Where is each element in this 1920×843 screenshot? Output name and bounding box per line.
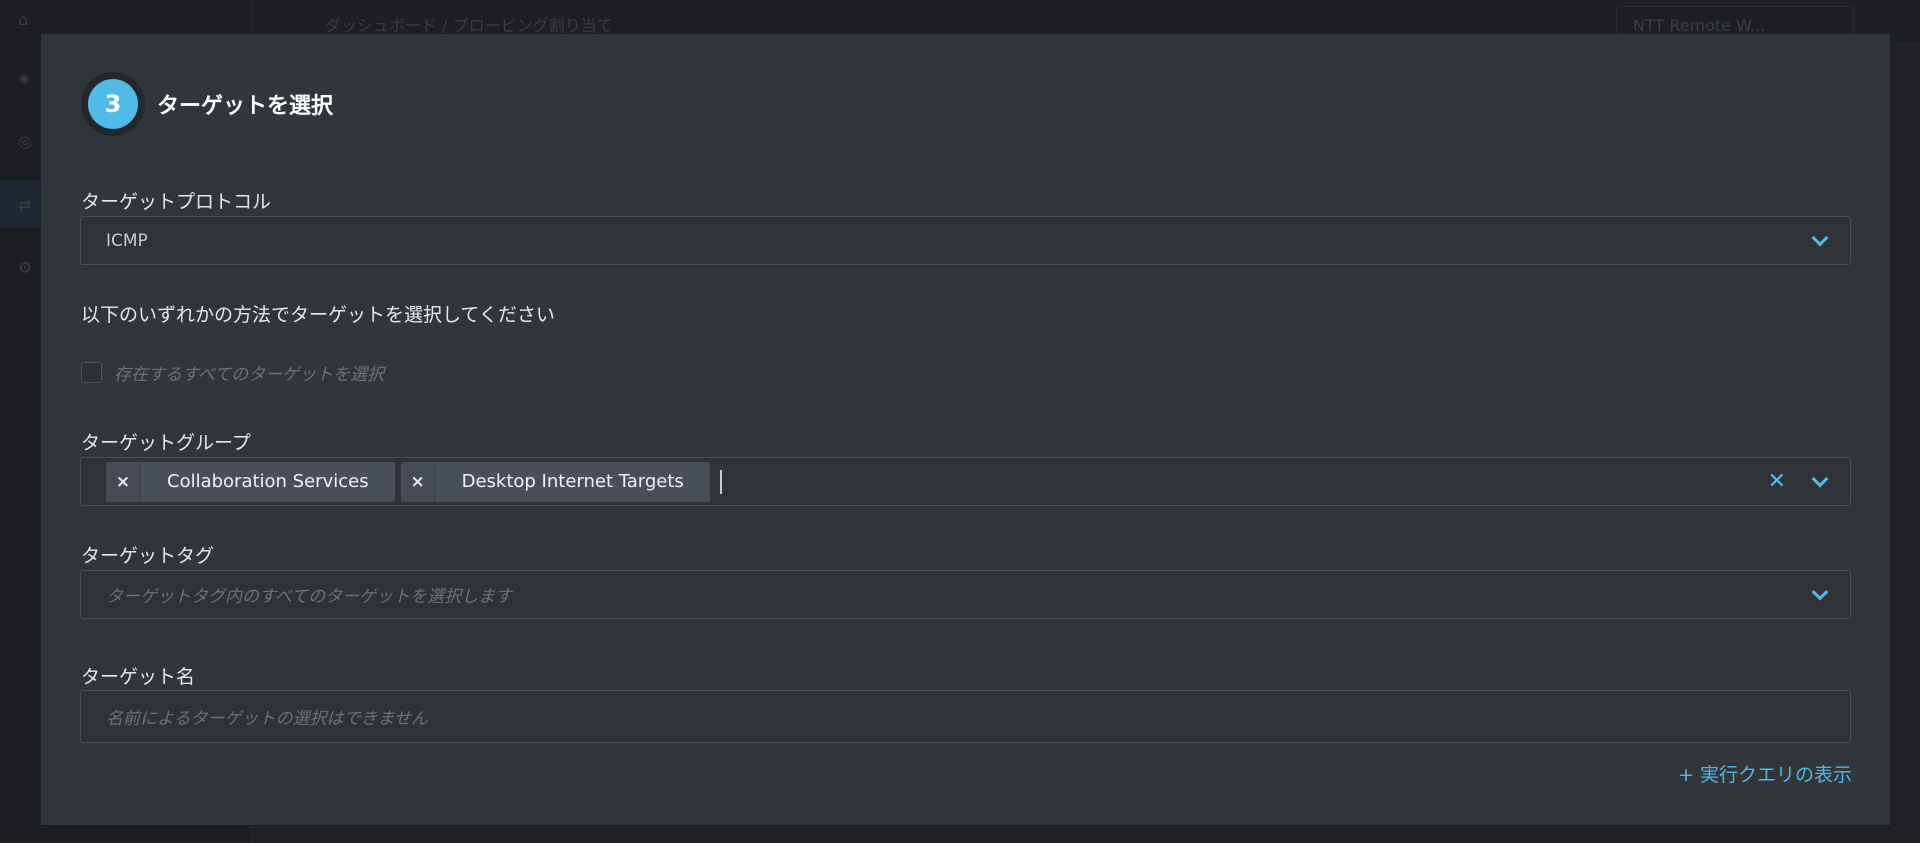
chevron-down-icon[interactable]: [1811, 470, 1829, 487]
remove-chip-icon[interactable]: ×: [106, 461, 141, 502]
chevron-down-icon[interactable]: [1811, 583, 1829, 600]
step-number-badge: 3: [81, 72, 145, 136]
select-all-targets-label: 存在するすべてのターゲットを選択: [114, 365, 385, 385]
remove-chip-icon[interactable]: ×: [400, 461, 436, 502]
chip-label: Collaboration Services: [167, 471, 369, 492]
target-group-chip: × Desktop Internet Targets: [400, 461, 710, 502]
step-header: 3 ターゲットを選択: [81, 72, 333, 136]
select-target-modal: 3 ターゲットを選択 ターゲットプロトコル ICMP 以下のいずれかの方法でター…: [41, 34, 1890, 825]
protocol-label: ターゲットプロトコル: [81, 191, 272, 213]
bg-sidebar-item: ◎: [18, 131, 32, 151]
protocol-select[interactable]: ICMP: [80, 216, 1851, 265]
step-number: 3: [88, 79, 138, 129]
chevron-down-icon[interactable]: [1811, 229, 1829, 246]
bg-sidebar-item: ◈: [18, 67, 31, 87]
target-name-placeholder: 名前によるターゲットの選択はできません: [106, 709, 428, 729]
target-groups-multiselect[interactable]: × Collaboration Services × Desktop Inter…: [80, 457, 1851, 506]
background-breadcrumb: ダッシュボード / プロービング割り当て: [325, 16, 613, 35]
clear-all-icon[interactable]: ✕: [1767, 468, 1786, 494]
step-title: ターゲットを選択: [157, 94, 334, 119]
target-group-chip: × Collaboration Services: [106, 461, 395, 502]
text-cursor: [719, 469, 722, 494]
bg-sidebar-item: ⌂: [18, 9, 29, 29]
chip-label: Desktop Internet Targets: [461, 471, 684, 492]
target-tags-select[interactable]: ターゲットタグ内のすべてのターゲットを選択します: [80, 570, 1851, 619]
target-tags-label: ターゲットタグ: [81, 545, 215, 567]
show-query-link[interactable]: + 実行クエリの表示: [1678, 764, 1852, 786]
bg-sidebar-item: ⚙: [18, 257, 33, 277]
target-name-label: ターゲット名: [81, 666, 196, 688]
target-groups-label: ターゲットグループ: [81, 432, 251, 454]
target-tags-placeholder: ターゲットタグ内のすべてのターゲットを選択します: [106, 587, 513, 607]
selection-instruction: 以下のいずれかの方法でターゲットを選択してください: [81, 304, 555, 326]
target-name-input[interactable]: 名前によるターゲットの選択はできません: [80, 690, 1851, 743]
select-all-targets-checkbox[interactable]: [81, 362, 102, 383]
protocol-value: ICMP: [106, 230, 148, 251]
select-all-targets-row: 存在するすべてのターゲットを選択: [81, 360, 384, 385]
